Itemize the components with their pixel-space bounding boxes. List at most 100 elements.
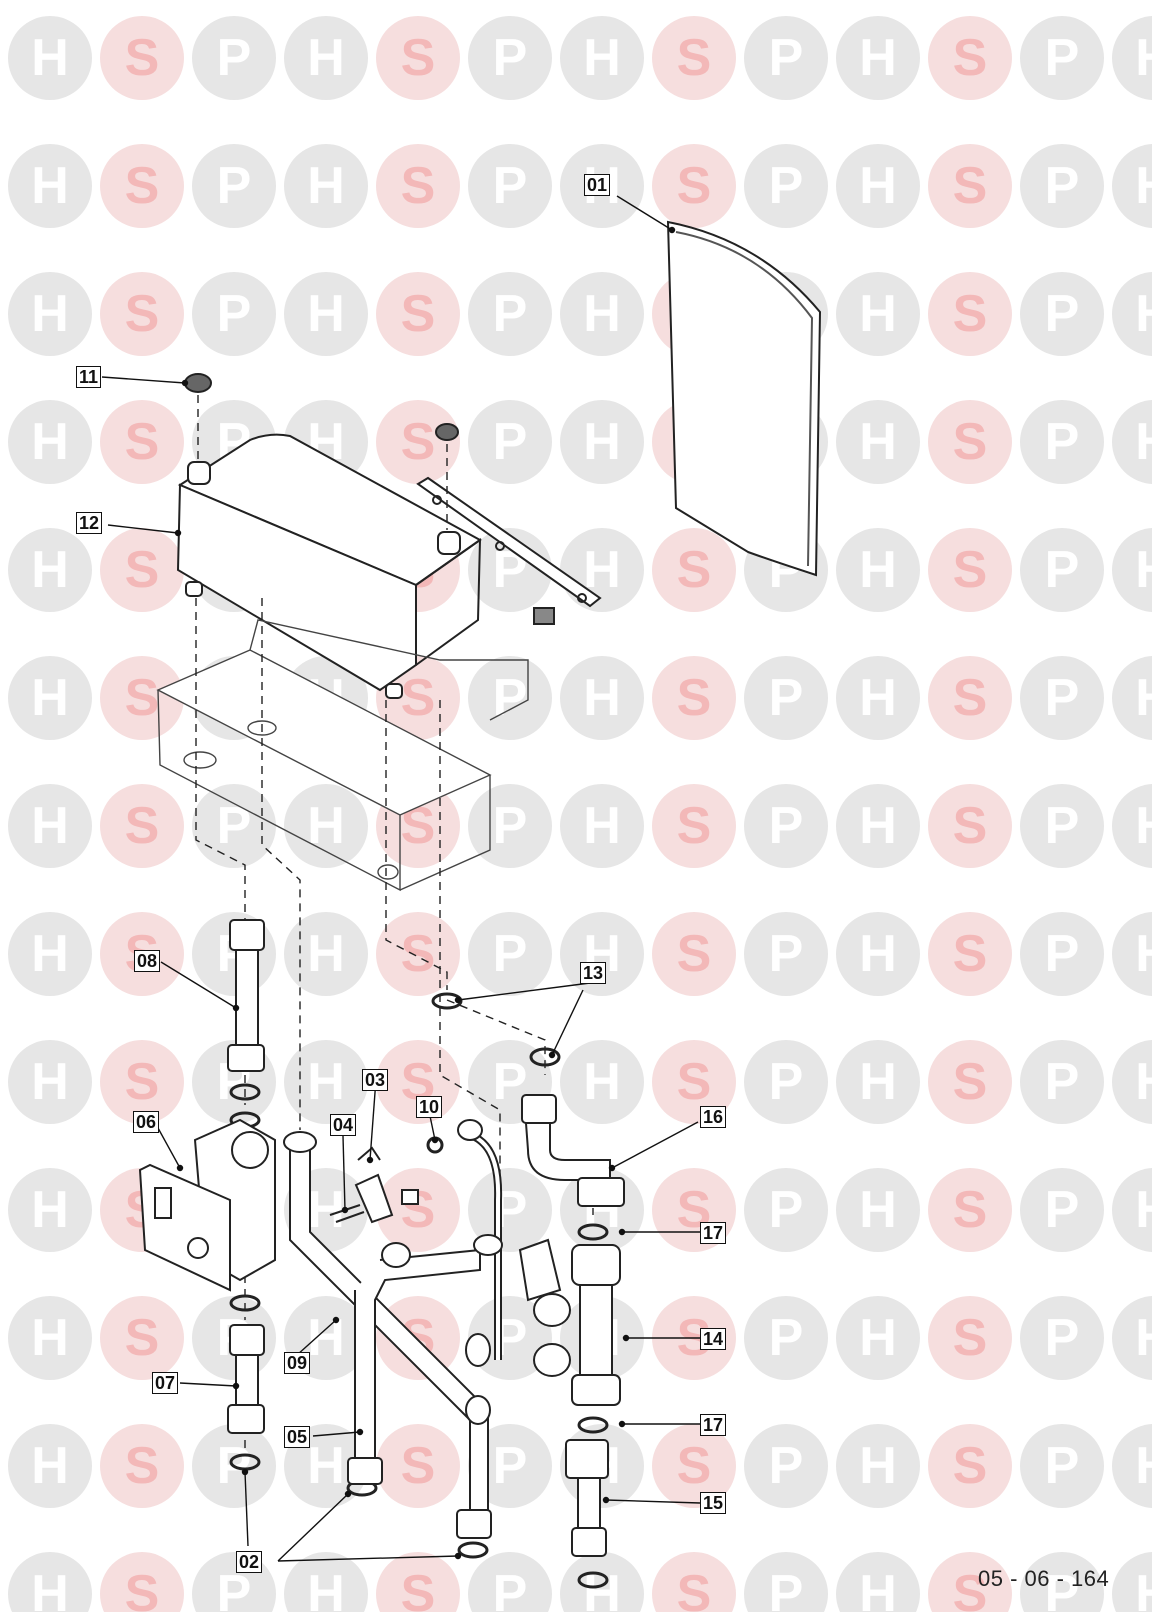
- watermark-circle: [1020, 1552, 1104, 1612]
- watermark-letter: S: [401, 157, 436, 215]
- watermark-circle: [744, 1424, 828, 1508]
- watermark-circle: [928, 272, 1012, 356]
- watermark-circle: [8, 1552, 92, 1612]
- watermark-circle: [1112, 1168, 1152, 1252]
- pipe-15: [577, 1477, 601, 1529]
- watermark-circle: [560, 400, 644, 484]
- watermark-circle: [928, 16, 1012, 100]
- watermark-letter: H: [31, 413, 69, 471]
- watermark-letter: S: [953, 1565, 988, 1612]
- watermark-circle: [836, 1552, 920, 1612]
- watermark-circle: [1020, 1040, 1104, 1124]
- watermark-letter: S: [953, 1053, 988, 1111]
- watermark-circle: [560, 16, 644, 100]
- watermark-circle: [652, 656, 736, 740]
- watermark-letter: H: [1135, 1437, 1152, 1495]
- pipe-15-nut: [565, 1439, 609, 1479]
- watermark-circle: [560, 272, 644, 356]
- watermark-letter: P: [1045, 1181, 1080, 1239]
- watermark-circle: [836, 1168, 920, 1252]
- watermark-circle: [836, 272, 920, 356]
- watermark-letter: H: [859, 29, 897, 87]
- watermark-letter: S: [401, 925, 436, 983]
- watermark-circle: [468, 912, 552, 996]
- watermark-letter: S: [953, 925, 988, 983]
- watermark-circle: [284, 912, 368, 996]
- watermark-letter: H: [583, 797, 621, 855]
- watermark-circle: [8, 272, 92, 356]
- watermark-circle: [468, 16, 552, 100]
- watermark-circle: [1112, 1424, 1152, 1508]
- watermark-letter: P: [1045, 285, 1080, 343]
- watermark-letter: H: [859, 157, 897, 215]
- watermark-letter: P: [217, 157, 252, 215]
- watermark-circle: [468, 400, 552, 484]
- watermark-circle: [8, 1168, 92, 1252]
- watermark-letter: H: [307, 1565, 345, 1612]
- watermark-letter: P: [769, 157, 804, 215]
- watermark-letter: S: [953, 669, 988, 727]
- watermark-circle: [928, 1040, 1012, 1124]
- watermark-circle: [284, 1040, 368, 1124]
- watermark-circle: [744, 1168, 828, 1252]
- watermark-letter: H: [1135, 157, 1152, 215]
- watermark-letter: H: [307, 285, 345, 343]
- watermark-circle: [652, 1424, 736, 1508]
- watermark-circle: [8, 144, 92, 228]
- watermark-letter: P: [1045, 669, 1080, 727]
- watermark-circle: [100, 144, 184, 228]
- watermark-circle: [836, 784, 920, 868]
- watermark-circle: [836, 912, 920, 996]
- watermark-circle: [1020, 272, 1104, 356]
- watermark-letter: H: [859, 1181, 897, 1239]
- watermark-circle: [1112, 400, 1152, 484]
- watermark-circle: [1020, 1296, 1104, 1380]
- watermark-circle: [192, 272, 276, 356]
- watermark-letter: P: [1045, 1309, 1080, 1367]
- watermark-letter: H: [31, 1437, 69, 1495]
- watermark-circle: [744, 1552, 828, 1612]
- watermark-letter: H: [1135, 797, 1152, 855]
- watermark-letter: H: [859, 1053, 897, 1111]
- watermark-letter: H: [31, 541, 69, 599]
- watermark-letter: P: [769, 29, 804, 87]
- watermark-letter: H: [31, 925, 69, 983]
- callout-13: 13: [580, 962, 607, 984]
- watermark-letter: S: [677, 1053, 712, 1111]
- watermark-letter: S: [953, 285, 988, 343]
- watermark-letter: P: [769, 797, 804, 855]
- watermark-circle: [652, 16, 736, 100]
- watermark-circle: [284, 784, 368, 868]
- watermark-circle: [1020, 528, 1104, 612]
- callout-14: 14: [700, 1328, 727, 1350]
- watermark-letter: P: [493, 669, 528, 727]
- watermark-letter: S: [677, 541, 712, 599]
- watermark-letter: S: [401, 1437, 436, 1495]
- watermark-letter: H: [31, 157, 69, 215]
- watermark-circle: [468, 1168, 552, 1252]
- watermark-circle: [8, 1296, 92, 1380]
- watermark-letter: H: [859, 285, 897, 343]
- watermark-circle: [652, 784, 736, 868]
- watermark-circle: [928, 1296, 1012, 1380]
- watermark-circle: [376, 144, 460, 228]
- callout-08: 08: [134, 950, 161, 972]
- watermark-letter: S: [953, 1437, 988, 1495]
- watermark-circle: [8, 1424, 92, 1508]
- watermark-letter: S: [401, 1565, 436, 1612]
- watermark-circle: [744, 784, 828, 868]
- watermark-letter: H: [1135, 285, 1152, 343]
- watermark-letter: H: [307, 925, 345, 983]
- heat-exchanger-front: [176, 483, 417, 692]
- watermark-circle: [100, 656, 184, 740]
- pipe-07: [235, 1354, 259, 1408]
- watermark-circle: [100, 16, 184, 100]
- watermark-letter: H: [31, 285, 69, 343]
- watermark-letter: S: [953, 29, 988, 87]
- watermark-letter: H: [859, 541, 897, 599]
- watermark-letter: P: [769, 925, 804, 983]
- watermark-circle: [8, 16, 92, 100]
- watermark-circle: [1112, 912, 1152, 996]
- watermark-letter: H: [31, 1053, 69, 1111]
- watermark-circle: [652, 1552, 736, 1612]
